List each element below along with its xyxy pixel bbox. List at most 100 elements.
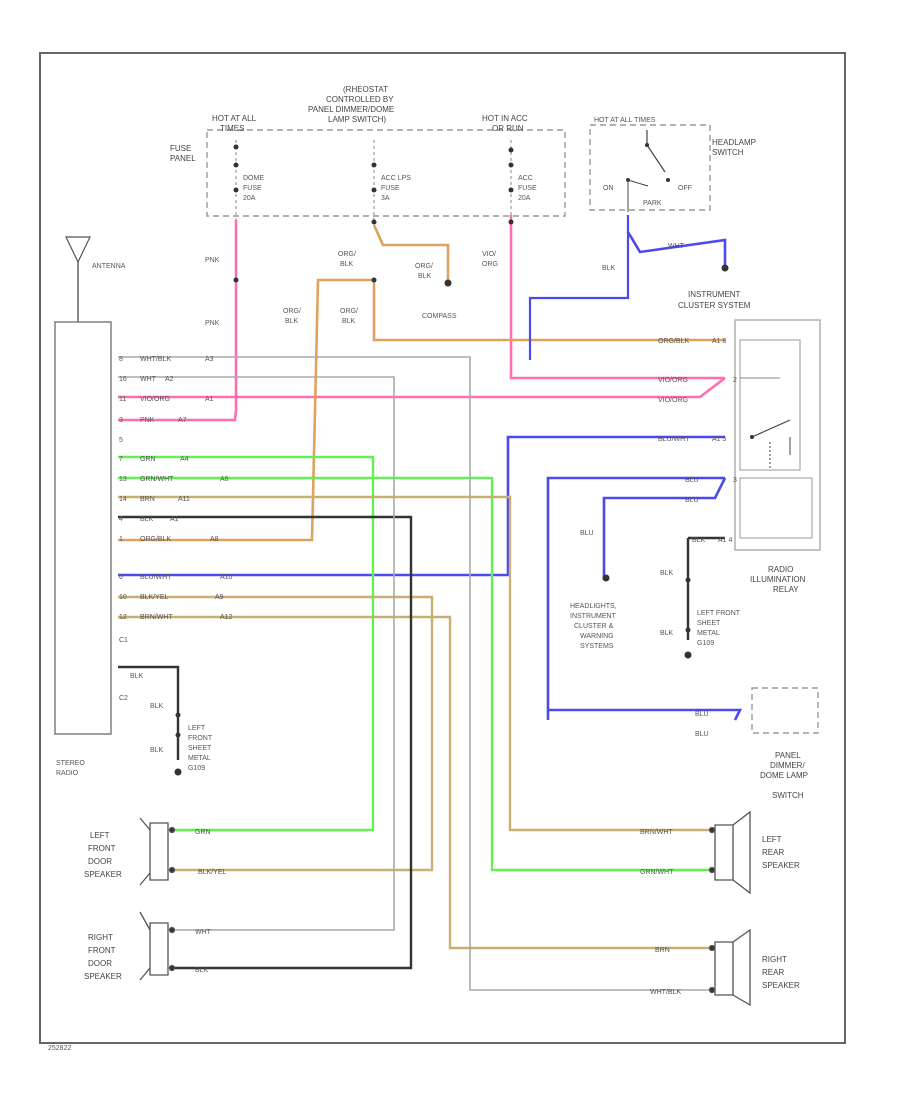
- panel-dimmer-3: DOME LAMP: [760, 771, 808, 780]
- dimmer-wire-2: BLU: [695, 731, 709, 738]
- orgblk-3b: BLK: [285, 318, 299, 325]
- headlights-1: HEADLIGHTS,: [570, 603, 617, 610]
- svg-text:A9: A9: [215, 594, 224, 601]
- radio-relay-2: ILLUMINATION: [750, 575, 806, 584]
- svg-text:8: 8: [119, 356, 123, 363]
- relay-ground-4: G109: [697, 640, 714, 647]
- svg-text:10: 10: [119, 594, 127, 601]
- svg-text:13: 13: [119, 476, 127, 483]
- lr-speaker-3: SPEAKER: [762, 861, 800, 870]
- svg-text:FUSE: FUSE: [381, 185, 400, 192]
- svg-text:1: 1: [119, 536, 123, 543]
- relay-switch-icon: [750, 419, 791, 468]
- fuse-panel-label-1: FUSE: [170, 144, 191, 153]
- dimmer-wire-1: BLU: [695, 711, 709, 718]
- svg-text:OFF: OFF: [678, 185, 692, 192]
- lf-speaker-2: FRONT: [88, 844, 116, 853]
- panel-dimmer-2: DIMMER/: [770, 761, 805, 770]
- wire-black: [118, 515, 725, 970]
- wire-gray: [118, 356, 710, 991]
- c2-wire-c: BLK: [150, 747, 164, 754]
- svg-text:ACC LPS: ACC LPS: [381, 175, 411, 182]
- c1-pin-row: 10 BLK/YEL A9: [119, 594, 224, 601]
- relay-ground-1: LEFT FRONT: [697, 610, 741, 617]
- fuse-panel-label-2: PANEL: [170, 154, 196, 163]
- panel-dimmer-1: PANEL: [775, 751, 801, 760]
- svg-text:BLU/WHT: BLU/WHT: [658, 436, 690, 443]
- svg-text:BRN/WHT: BRN/WHT: [140, 614, 173, 621]
- blk-relay-label-2: BLK: [660, 630, 674, 637]
- headlamp-switch-1: HEADLAMP: [712, 138, 756, 147]
- svg-text:ON: ON: [603, 185, 614, 192]
- lr-speaker-1: LEFT: [762, 835, 782, 844]
- svg-text:5: 5: [119, 437, 123, 444]
- svg-text:ACC: ACC: [518, 175, 533, 182]
- wht-hl-label: WHT: [668, 243, 685, 250]
- svg-text:BLU: BLU: [685, 477, 699, 484]
- svg-text:A1 4: A1 4: [718, 537, 733, 544]
- rr-speaker-3: SPEAKER: [762, 981, 800, 990]
- headlights-3: CLUSTER &: [574, 623, 614, 630]
- svg-text:FUSE: FUSE: [518, 185, 537, 192]
- panel-dimmer-box: [751, 687, 819, 734]
- compass-label: COMPASS: [422, 313, 457, 320]
- svg-text:BRN: BRN: [140, 496, 155, 503]
- radio-ground-1: LEFT: [188, 725, 206, 732]
- orgblk-1b: BLK: [340, 261, 354, 268]
- stereo-radio-1: STEREO: [56, 760, 85, 767]
- acc-lps-fuse: ACC LPS FUSE 3A: [371, 140, 411, 220]
- radio-ground-3: SHEET: [188, 745, 212, 752]
- rf-speaker-1: RIGHT: [88, 933, 113, 942]
- radio-relay-1: RADIO: [768, 565, 793, 574]
- svg-text:BLK: BLK: [140, 516, 154, 523]
- relay-ground-3: METAL: [697, 630, 720, 637]
- svg-text:A12: A12: [220, 614, 233, 621]
- rf-wire-1: WHT: [195, 929, 212, 936]
- svg-text:BLK/YEL: BLK/YEL: [140, 594, 169, 601]
- svg-text:20A: 20A: [243, 195, 256, 202]
- rr-speaker-1: RIGHT: [762, 955, 787, 964]
- svg-text:A3: A3: [205, 356, 214, 363]
- svg-text:20A: 20A: [518, 195, 531, 202]
- blu-left-label: BLU: [580, 530, 594, 537]
- orgblk-1a: ORG/: [338, 251, 356, 258]
- antenna-icon: [65, 236, 91, 322]
- orgblk-2b: BLK: [418, 273, 432, 280]
- c1-label: C1: [119, 637, 128, 644]
- radio-ground-5: G109: [188, 765, 205, 772]
- hot-all-times-1: HOT AT ALL: [212, 114, 257, 123]
- rheostat-2: CONTROLLED BY: [326, 95, 394, 104]
- svg-text:4: 4: [119, 516, 123, 523]
- radio-ground-4: METAL: [188, 755, 211, 762]
- lf-wire-1: GRN: [195, 829, 211, 836]
- svg-text:12: 12: [119, 614, 127, 621]
- blk-relay-label: BLK: [660, 570, 674, 577]
- relay-coil-box: [739, 477, 813, 539]
- svg-text:WHT/BLK: WHT/BLK: [140, 356, 171, 363]
- svg-text:A1 8: A1 8: [712, 338, 727, 345]
- pnk-label-1: PNK: [205, 257, 220, 264]
- wire-blue: [118, 215, 743, 721]
- right-rear-speaker-icon: [708, 928, 751, 1007]
- rr-speaker-2: REAR: [762, 968, 784, 977]
- left-rear-speaker-icon: [708, 810, 751, 895]
- svg-text:A10: A10: [220, 574, 233, 581]
- c2-label: C2: [119, 695, 128, 702]
- rr-wire-1: BRN: [655, 947, 670, 954]
- stereo-radio-box: [54, 321, 112, 735]
- svg-text:14: 14: [119, 496, 127, 503]
- svg-text:GRN/WHT: GRN/WHT: [140, 476, 174, 483]
- svg-text:WHT: WHT: [140, 376, 157, 383]
- diagram-frame: [39, 52, 846, 1044]
- lf-wire-2: BLK/YEL: [198, 869, 227, 876]
- rr-wire-2: WHT/BLK: [650, 989, 681, 996]
- lr-speaker-2: REAR: [762, 848, 784, 857]
- lr-wire-1: BRN/WHT: [640, 829, 673, 836]
